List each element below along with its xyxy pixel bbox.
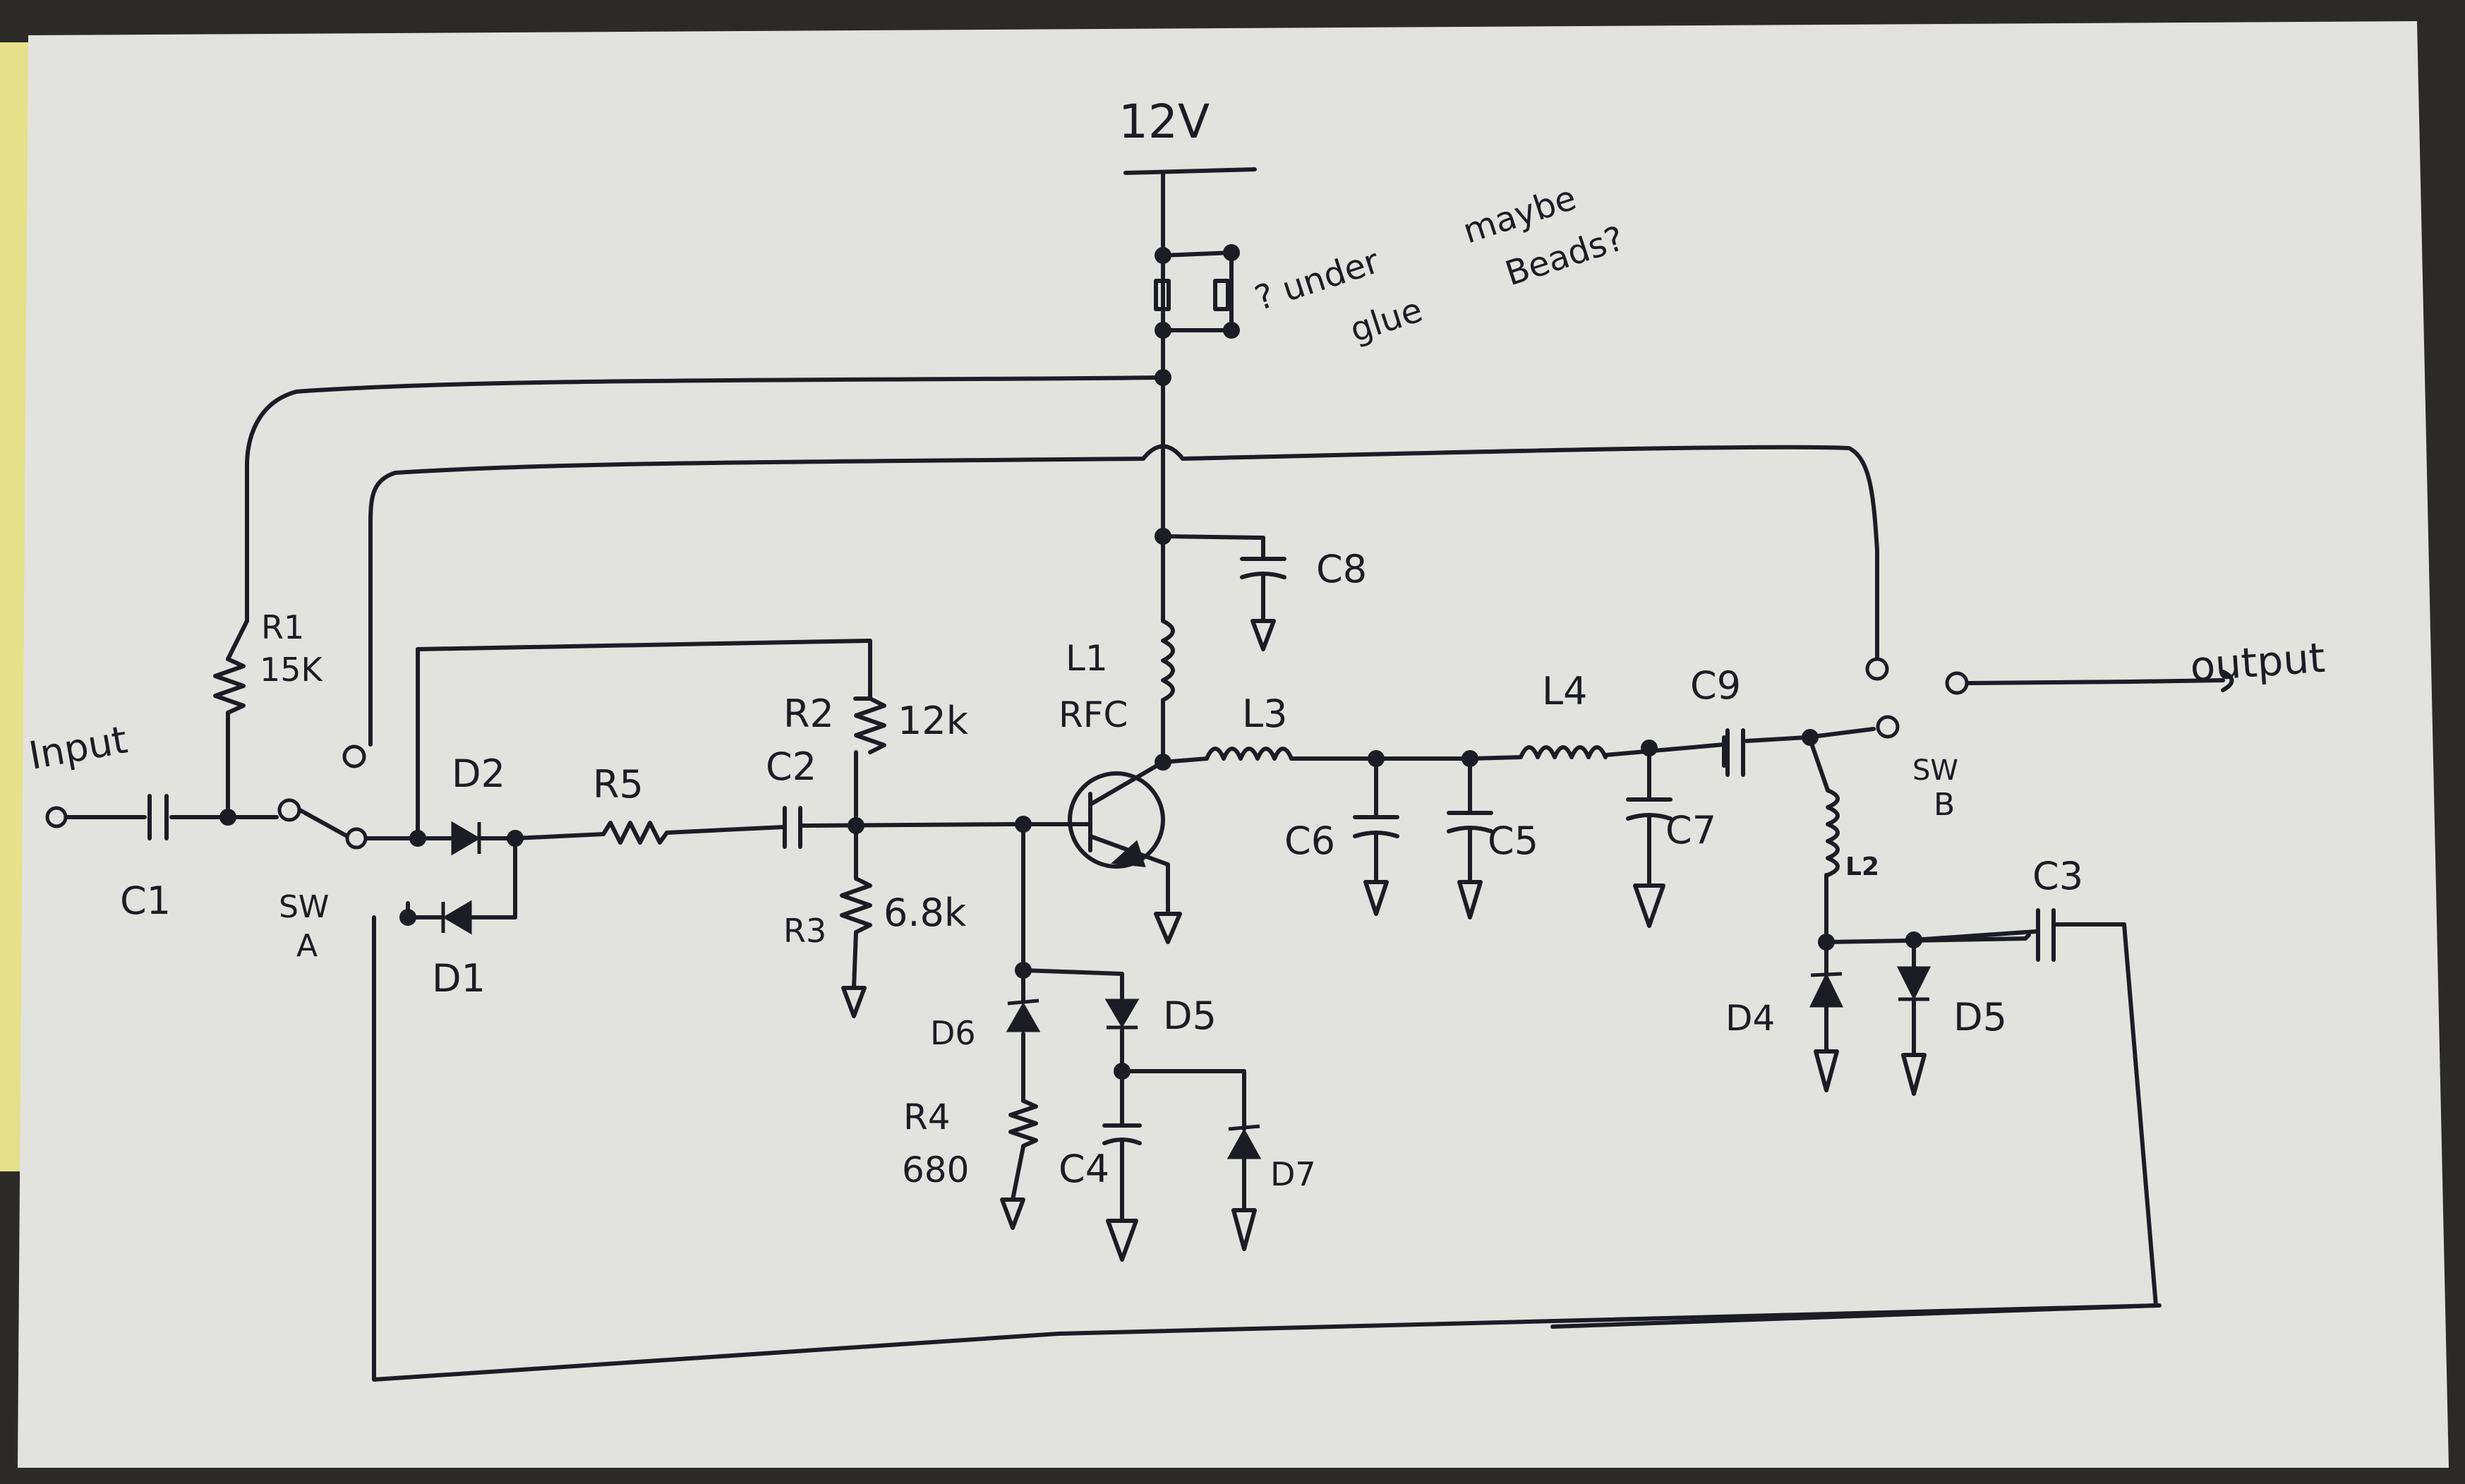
diodes: [441, 821, 1931, 1159]
ground-icon: [1457, 880, 1483, 919]
sw-a-pole: [277, 798, 301, 822]
r4-value: 680: [902, 1150, 969, 1190]
ground-icon: [1363, 880, 1389, 916]
ground-icon: [1250, 619, 1276, 651]
r1-value: 15K: [260, 651, 324, 689]
supply-label: 12V: [1119, 95, 1210, 149]
terminals: [45, 657, 1969, 850]
d4-diode-symbol: [1809, 972, 1844, 1008]
l1-label: L1: [1066, 638, 1108, 679]
d5-left-diode-symbol: [1104, 999, 1140, 1028]
ground-icon: [1154, 912, 1182, 944]
ground-icon: [1106, 1219, 1138, 1262]
sw-b-contact: [1865, 657, 1889, 681]
r5-label: R5: [593, 762, 644, 807]
c2-label: C2: [766, 744, 816, 789]
sw-b-label-2: B: [1934, 787, 1955, 823]
l1-type: RFC: [1059, 694, 1128, 735]
c8-label: C8: [1316, 547, 1367, 591]
l3-label: L3: [1242, 692, 1287, 736]
ground-icon: [1814, 1049, 1839, 1092]
d7-label: D7: [1270, 1155, 1316, 1193]
output-label: output: [2188, 634, 2327, 691]
ground-icon: [1231, 1208, 1257, 1251]
c7-label: C7: [1665, 808, 1716, 852]
ground-icon: [1633, 883, 1665, 928]
ground-icon: [1901, 1053, 1927, 1096]
d1-diode-symbol: [442, 900, 472, 935]
d6-diode-symbol: [1006, 1001, 1041, 1032]
d7-diode-symbol: [1227, 1128, 1262, 1159]
c3-label: C3: [2032, 854, 2083, 898]
transistor-emitter-arrow: [1111, 840, 1146, 867]
c9-label: C9: [1690, 663, 1741, 708]
d1-label: D1: [432, 956, 486, 1001]
sw-b-pole: [1876, 715, 1900, 739]
ground-icon: [1000, 1198, 1025, 1230]
sw-a-label-2: A: [296, 928, 318, 964]
r1-label: R1: [261, 608, 304, 646]
c4-label: C4: [1059, 1147, 1109, 1191]
d2-diode-symbol: [451, 821, 481, 856]
sw-a-label-1: SW: [279, 889, 329, 925]
c1-label: C1: [120, 879, 171, 923]
sw-a-contact: [342, 744, 366, 768]
sw-a-common: [345, 827, 368, 850]
d6-label: D6: [930, 1014, 976, 1052]
junction-dots: [219, 244, 1922, 1080]
l4-label: L4: [1542, 669, 1587, 713]
paper-sheet: [18, 21, 2449, 1468]
c5-label: C5: [1488, 819, 1538, 863]
d5-right-diode-symbol: [1896, 966, 1931, 1001]
input-terminal: [45, 806, 68, 828]
r2-label: R2: [783, 692, 834, 736]
r3-value: 6.8k: [884, 891, 967, 935]
c6-label: C6: [1284, 819, 1335, 863]
r4-label: R4: [903, 1097, 951, 1138]
sw-b-output-contact: [1945, 671, 1969, 695]
d2-label: D2: [452, 752, 505, 796]
r3-label: R3: [783, 912, 826, 950]
r2-value: 12k: [898, 699, 969, 743]
ground-icon: [841, 986, 867, 1018]
l2-label: L2: [1845, 852, 1879, 881]
grounds: [841, 619, 1927, 1262]
d5-left-label: D5: [1163, 994, 1217, 1038]
sw-b-label-1: SW: [1912, 754, 1958, 787]
d5-right-label: D5: [1953, 995, 2007, 1039]
d4-label: D4: [1725, 998, 1775, 1039]
